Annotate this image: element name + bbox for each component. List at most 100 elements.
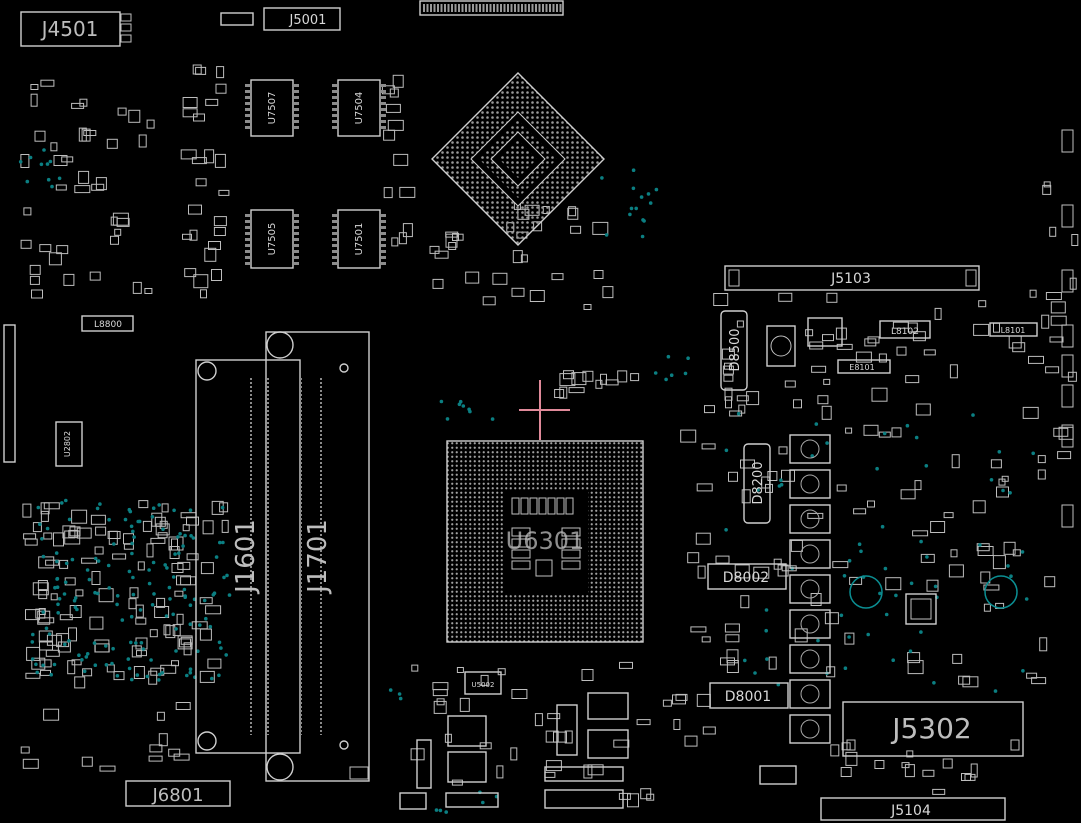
via — [40, 537, 44, 541]
memory-chip-u7505: U7505 — [250, 209, 294, 269]
via — [196, 649, 200, 653]
diode-d8001: D8001 — [709, 682, 789, 709]
smd-part — [627, 793, 639, 808]
via — [72, 598, 77, 603]
smd-part — [973, 323, 990, 336]
smd-part — [213, 227, 226, 236]
smd-part — [1043, 181, 1051, 188]
chip-pin — [294, 90, 299, 93]
via — [115, 674, 120, 678]
smd-part — [715, 555, 730, 564]
via — [151, 560, 156, 565]
smd-part — [136, 650, 147, 657]
chip-pin — [245, 214, 250, 217]
chip-pin — [245, 250, 250, 253]
via — [839, 613, 844, 618]
strip-pin — [514, 4, 516, 12]
smd-part — [456, 667, 464, 673]
smd-part — [696, 483, 713, 492]
mosfet-mark — [800, 719, 820, 739]
smd-part — [113, 671, 125, 681]
via — [134, 641, 138, 645]
smd-part — [701, 636, 711, 643]
smd-part — [91, 571, 101, 585]
via — [67, 517, 72, 522]
via — [664, 377, 668, 382]
smd-part — [62, 525, 76, 539]
via — [137, 519, 142, 524]
smd-part — [182, 108, 198, 118]
smd-part — [1053, 427, 1069, 437]
via — [36, 505, 41, 510]
chip-pin — [294, 250, 299, 253]
via — [111, 646, 115, 651]
via — [1001, 488, 1005, 493]
via — [57, 597, 62, 601]
smd-part — [188, 204, 202, 215]
strip-pin — [426, 4, 429, 12]
via — [95, 506, 100, 511]
via — [225, 573, 229, 578]
smd-part — [132, 281, 142, 294]
smd-part — [50, 142, 58, 152]
via-layer — [18, 148, 1035, 814]
smd-part — [94, 639, 110, 653]
smd-part — [724, 623, 740, 633]
smd-part — [618, 792, 631, 800]
smd-part — [1049, 336, 1064, 343]
chip-pin — [332, 220, 337, 223]
chip-pin — [381, 114, 386, 117]
smd-part — [950, 549, 958, 558]
chip-pin — [332, 250, 337, 253]
smd-part — [117, 107, 127, 116]
smd-part — [684, 735, 698, 747]
via — [629, 206, 634, 211]
smd-part — [1057, 451, 1072, 460]
smd-part — [821, 405, 832, 420]
smd-part — [554, 389, 565, 398]
via — [131, 592, 136, 597]
memory-chip-u7505-label: U7505 — [267, 223, 278, 256]
smd-part — [571, 372, 587, 386]
smd-part — [553, 731, 567, 743]
smd-part — [934, 307, 942, 320]
smd-part — [177, 561, 191, 570]
smd-part — [90, 514, 106, 525]
via — [1009, 574, 1013, 578]
smd-part — [1029, 289, 1037, 298]
edge-pad — [1061, 504, 1074, 528]
smd-part — [1042, 184, 1052, 195]
via — [129, 614, 134, 619]
via — [84, 655, 89, 659]
cpu-socket-u6301-label: U6301 — [506, 527, 585, 555]
chip-pin — [332, 232, 337, 235]
via — [168, 597, 172, 601]
via — [397, 692, 402, 696]
part-e8101: E8101 — [837, 359, 891, 374]
smd-part — [480, 674, 489, 686]
connector-j6801-label: J6801 — [151, 785, 203, 806]
smd-part — [811, 365, 827, 373]
smd-part — [46, 634, 62, 646]
memory-chip-u7507: U7507 — [250, 79, 294, 137]
via — [138, 608, 143, 612]
smd-part — [38, 630, 53, 643]
smd-part — [741, 489, 751, 504]
smd-part — [205, 98, 219, 106]
cpu-cap — [535, 559, 553, 577]
smd-part — [830, 744, 840, 757]
via — [188, 670, 193, 675]
smd-part — [40, 669, 51, 676]
via — [198, 623, 202, 627]
via — [39, 162, 44, 167]
smd-part — [942, 758, 953, 769]
cpu-cap — [561, 549, 581, 559]
smd-part — [511, 287, 525, 297]
via — [859, 549, 863, 554]
connector-j5302-label: J5302 — [890, 712, 972, 745]
smd-part — [740, 459, 755, 469]
strip-pin — [496, 4, 499, 12]
smd-part — [110, 235, 119, 245]
smd-part — [512, 250, 523, 264]
via — [64, 561, 69, 566]
